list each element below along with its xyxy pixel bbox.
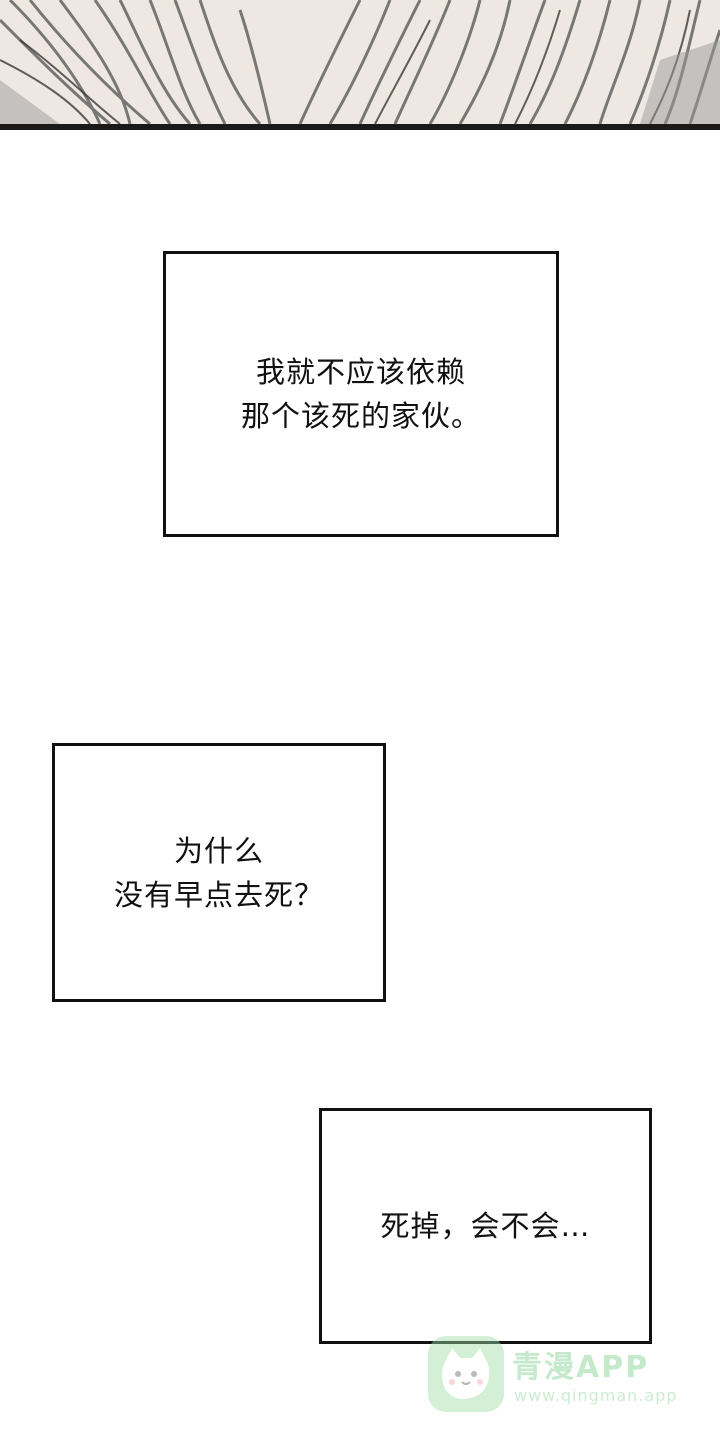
narration-box-1: 我就不应该依赖 那个该死的家伙。 [163,251,559,537]
watermark-url: www.qingman.app [514,1386,678,1405]
narration-box-2: 为什么 没有早点去死？ [52,743,386,1002]
narration-text-2: 为什么 没有早点去死？ [113,833,324,912]
watermark: 青漫APP www.qingman.app [428,1336,688,1416]
panel-border [0,124,720,130]
narration-text-1: 我就不应该依赖 那个该死的家伙。 [240,355,481,433]
watermark-title: 青漫APP [512,1350,650,1385]
hair-illustration-panel [0,0,720,130]
cat-logo-icon [428,1336,504,1412]
narration-text-3: 死掉，会不会… [380,1209,591,1243]
hair-illustration [0,0,720,130]
narration-box-3: 死掉，会不会… [319,1108,652,1344]
